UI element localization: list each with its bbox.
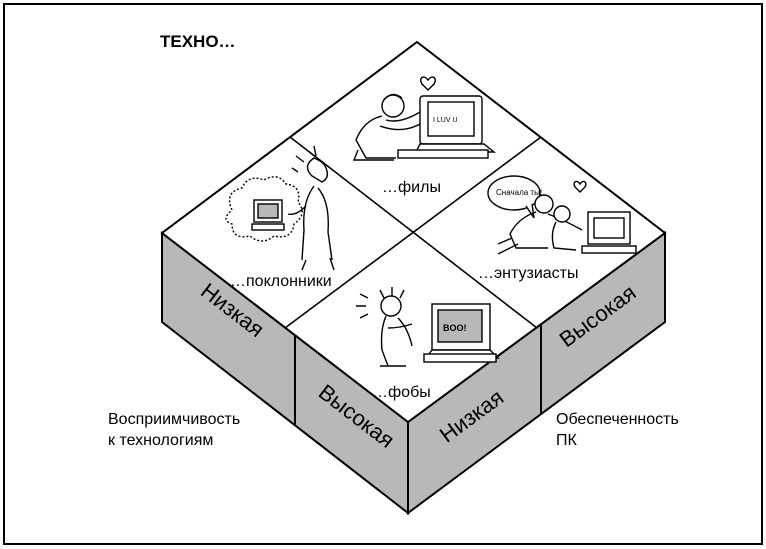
speech-bubble bbox=[487, 175, 541, 211]
quadrant-label-top: …филы bbox=[382, 179, 441, 196]
top-face-divider-b bbox=[284, 136, 542, 329]
computer-icon bbox=[397, 95, 496, 159]
right-axis-label-line2: ПК bbox=[556, 432, 578, 449]
person-icon bbox=[497, 194, 583, 255]
heart-icon bbox=[573, 180, 587, 193]
person-icon bbox=[356, 287, 413, 367]
quadrant-label-left: …поклонники bbox=[230, 273, 332, 290]
monitor-text-top: I LUV U bbox=[433, 117, 458, 124]
diagram-title: ТЕХНО… bbox=[160, 32, 236, 51]
cartoon-right-enthusiast: Сначала ты! bbox=[487, 175, 637, 255]
computer-icon bbox=[251, 199, 285, 231]
heart-icon bbox=[419, 76, 437, 91]
cartoon-left-admirer bbox=[225, 145, 335, 271]
monitor-text-bottom: BOO! bbox=[443, 323, 467, 333]
right-axis-label-line1: Обеспеченность bbox=[556, 411, 679, 428]
left-axis-label-line2: к технологиям bbox=[108, 432, 213, 449]
cartoon-bottom-phobe: BOO! bbox=[356, 287, 500, 367]
person-icon bbox=[287, 145, 335, 271]
computer-icon bbox=[423, 303, 500, 363]
left-axis-label-line1: Восприимчивость bbox=[108, 411, 240, 428]
speech-bubble-text: Сначала ты! bbox=[496, 188, 542, 197]
quadrant-label-right: …энтузиасты bbox=[478, 265, 579, 282]
person-icon bbox=[352, 93, 421, 161]
computer-icon bbox=[581, 211, 637, 254]
cartoon-top-technophile: I LUV U bbox=[352, 76, 496, 161]
quadrant-label-bottom: …фобы bbox=[372, 384, 431, 401]
